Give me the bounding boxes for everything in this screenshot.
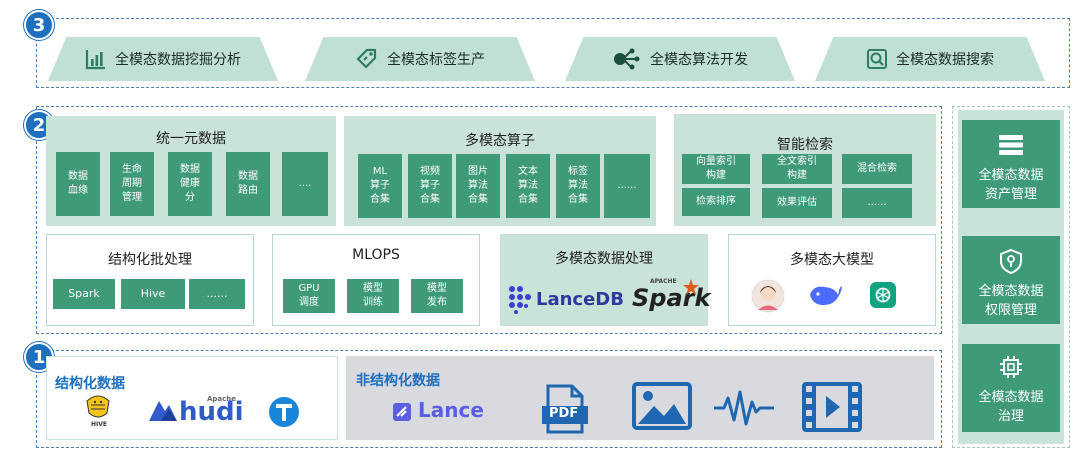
metadata-item-health: 数据 健康 分: [168, 152, 212, 216]
layer3-item-mining: 全模态数据挖掘分析: [48, 37, 278, 81]
asset-management-box: 全模态数据 资产管理: [962, 120, 1060, 208]
unstructured-data-panel: 非结构化数据 Lance PDF: [346, 356, 934, 440]
multimodal-operators-panel: 多模态算子 ML 算子 合集 视频 算子 合集 图片 算法 合集 文本 算法 合…: [344, 116, 656, 226]
unstructured-data-title: 非结构化数据: [356, 373, 440, 389]
structured-data-panel: 结构化数据 HIVE Apache hudi: [46, 356, 338, 440]
hive-logo-text: HIVE: [91, 421, 107, 428]
database-icon: [999, 135, 1023, 155]
search-item-hybrid: 混合检索: [842, 154, 912, 184]
shield-icon: [1000, 248, 1022, 275]
lancedb-logo-text: LanceDB: [536, 289, 624, 310]
batch-item-hive: Hive: [121, 279, 185, 309]
layer3-item-label: 全模态标签生产: [387, 52, 485, 68]
mlops-item-gpu: GPU 调度: [283, 279, 335, 313]
layer3-item-search: 全模态数据搜索: [815, 37, 1045, 81]
metadata-item-more: ....: [282, 152, 328, 216]
metadata-item-lineage: 数据 血缘: [56, 152, 100, 216]
avatar-model-icon: [751, 279, 785, 313]
audio-wave-icon: [714, 390, 774, 426]
metadata-item-lifecycle: 生命 周期 管理: [110, 152, 154, 216]
operator-item-more: ......: [604, 154, 650, 218]
search-item-vector-index: 向量索引 构建: [682, 154, 750, 184]
smart-search-title: 智能检索: [777, 137, 833, 153]
layer3-item-algorithm: 全模态算法开发: [565, 37, 795, 81]
layer2-box: [36, 106, 942, 334]
mlops-item-training: 模型 训练: [347, 279, 399, 313]
operator-item-ml: ML 算子 合集: [358, 154, 402, 218]
batch-item-more: ......: [189, 279, 245, 309]
mlops-panel: MLOPS GPU 调度 模型 训练 模型 发布: [272, 234, 480, 326]
whale-model-icon: [810, 286, 842, 305]
layer3-item-tagging: 全模态标签生产: [305, 37, 535, 81]
mlops-title: MLOPS: [352, 247, 400, 263]
pdf-file-label: PDF: [549, 406, 579, 421]
lance-logo-icon: [393, 403, 411, 421]
multimodal-models-panel: 多模态大模型: [728, 234, 936, 326]
bar-chart-icon: [85, 50, 105, 70]
search-item-more: ......: [842, 188, 912, 218]
hudi-logo-text: hudi: [179, 397, 244, 427]
spark-logo-text: Spark: [632, 284, 711, 312]
layer3-item-label: 全模态数据挖掘分析: [115, 52, 241, 68]
right-side-box: [952, 106, 1070, 448]
hive-logo-icon: [86, 395, 110, 418]
layer3-item-label: 全模态数据搜索: [896, 52, 994, 68]
hudi-logo-icon: [149, 401, 177, 421]
multimodal-processing-panel: 多模态数据处理 LanceDB Spark APACHE: [500, 234, 711, 326]
permission-management-label: 全模态数据 权限管理: [978, 284, 1044, 318]
smart-search-panel: 智能检索 向量索引 构建 全文索引 构建 混合检索 检索排序 效果评估 ....…: [674, 114, 936, 226]
chatgpt-model-icon: [870, 282, 896, 308]
multimodal-models-title: 多模态大模型: [790, 252, 874, 268]
spark-star-icon: [683, 279, 699, 295]
search-item-evaluation: 效果评估: [762, 188, 832, 218]
layer3-item-label: 全模态算法开发: [650, 52, 748, 68]
lancedb-logo-icon: [509, 286, 531, 314]
hudi-apache-label: Apache: [207, 395, 237, 403]
batch-processing-panel: 结构化批处理 Spark Hive ......: [46, 234, 254, 326]
metadata-item-routing: 数据 路由: [226, 152, 270, 216]
operator-item-tag: 标签 算法 合集: [556, 154, 600, 218]
unified-metadata-panel: 统一元数据 数据 血缘 生命 周期 管理 数据 健康 分 数据 路由 ....: [46, 116, 336, 226]
network-icon: [614, 48, 640, 70]
unified-metadata-title: 统一元数据: [156, 131, 226, 147]
lance-logo-text: Lance: [418, 398, 484, 422]
video-file-icon: [802, 382, 862, 432]
right-side-panel: 全模态数据 资产管理 全模态数据 权限管理 全模态数据 治理: [958, 110, 1064, 444]
batch-processing-title: 结构化批处理: [108, 252, 192, 268]
operator-item-text: 文本 算法 合集: [506, 154, 550, 218]
governance-box: 全模态数据 治理: [962, 344, 1060, 432]
search-item-ranking: 检索排序: [682, 188, 750, 216]
search-item-fulltext-index: 全文索引 构建: [762, 154, 832, 184]
layer3-box: [36, 18, 1070, 88]
layer1-box: [36, 350, 942, 448]
tdengine-logo-icon: [269, 397, 299, 427]
structured-data-title: 结构化数据: [55, 376, 125, 392]
layer3-number: 3: [24, 10, 54, 40]
mlops-item-release: 模型 发布: [411, 279, 463, 313]
spark-apache-label: APACHE: [650, 278, 677, 285]
permission-management-box: 全模态数据 权限管理: [962, 236, 1060, 324]
multimodal-processing-title: 多模态数据处理: [555, 251, 653, 267]
operator-item-video: 视频 算子 合集: [408, 154, 452, 218]
multimodal-operators-title: 多模态算子: [465, 133, 535, 149]
search-icon: [867, 49, 887, 69]
operator-item-image: 图片 算法 合集: [456, 154, 500, 218]
batch-item-spark: Spark: [53, 279, 115, 309]
image-file-icon: [632, 382, 692, 430]
pdf-file-icon: [542, 384, 588, 434]
chip-icon: [1000, 356, 1022, 378]
asset-management-label: 全模态数据 资产管理: [978, 168, 1044, 202]
tag-icon: [356, 48, 377, 69]
governance-label: 全模态数据 治理: [978, 390, 1044, 424]
